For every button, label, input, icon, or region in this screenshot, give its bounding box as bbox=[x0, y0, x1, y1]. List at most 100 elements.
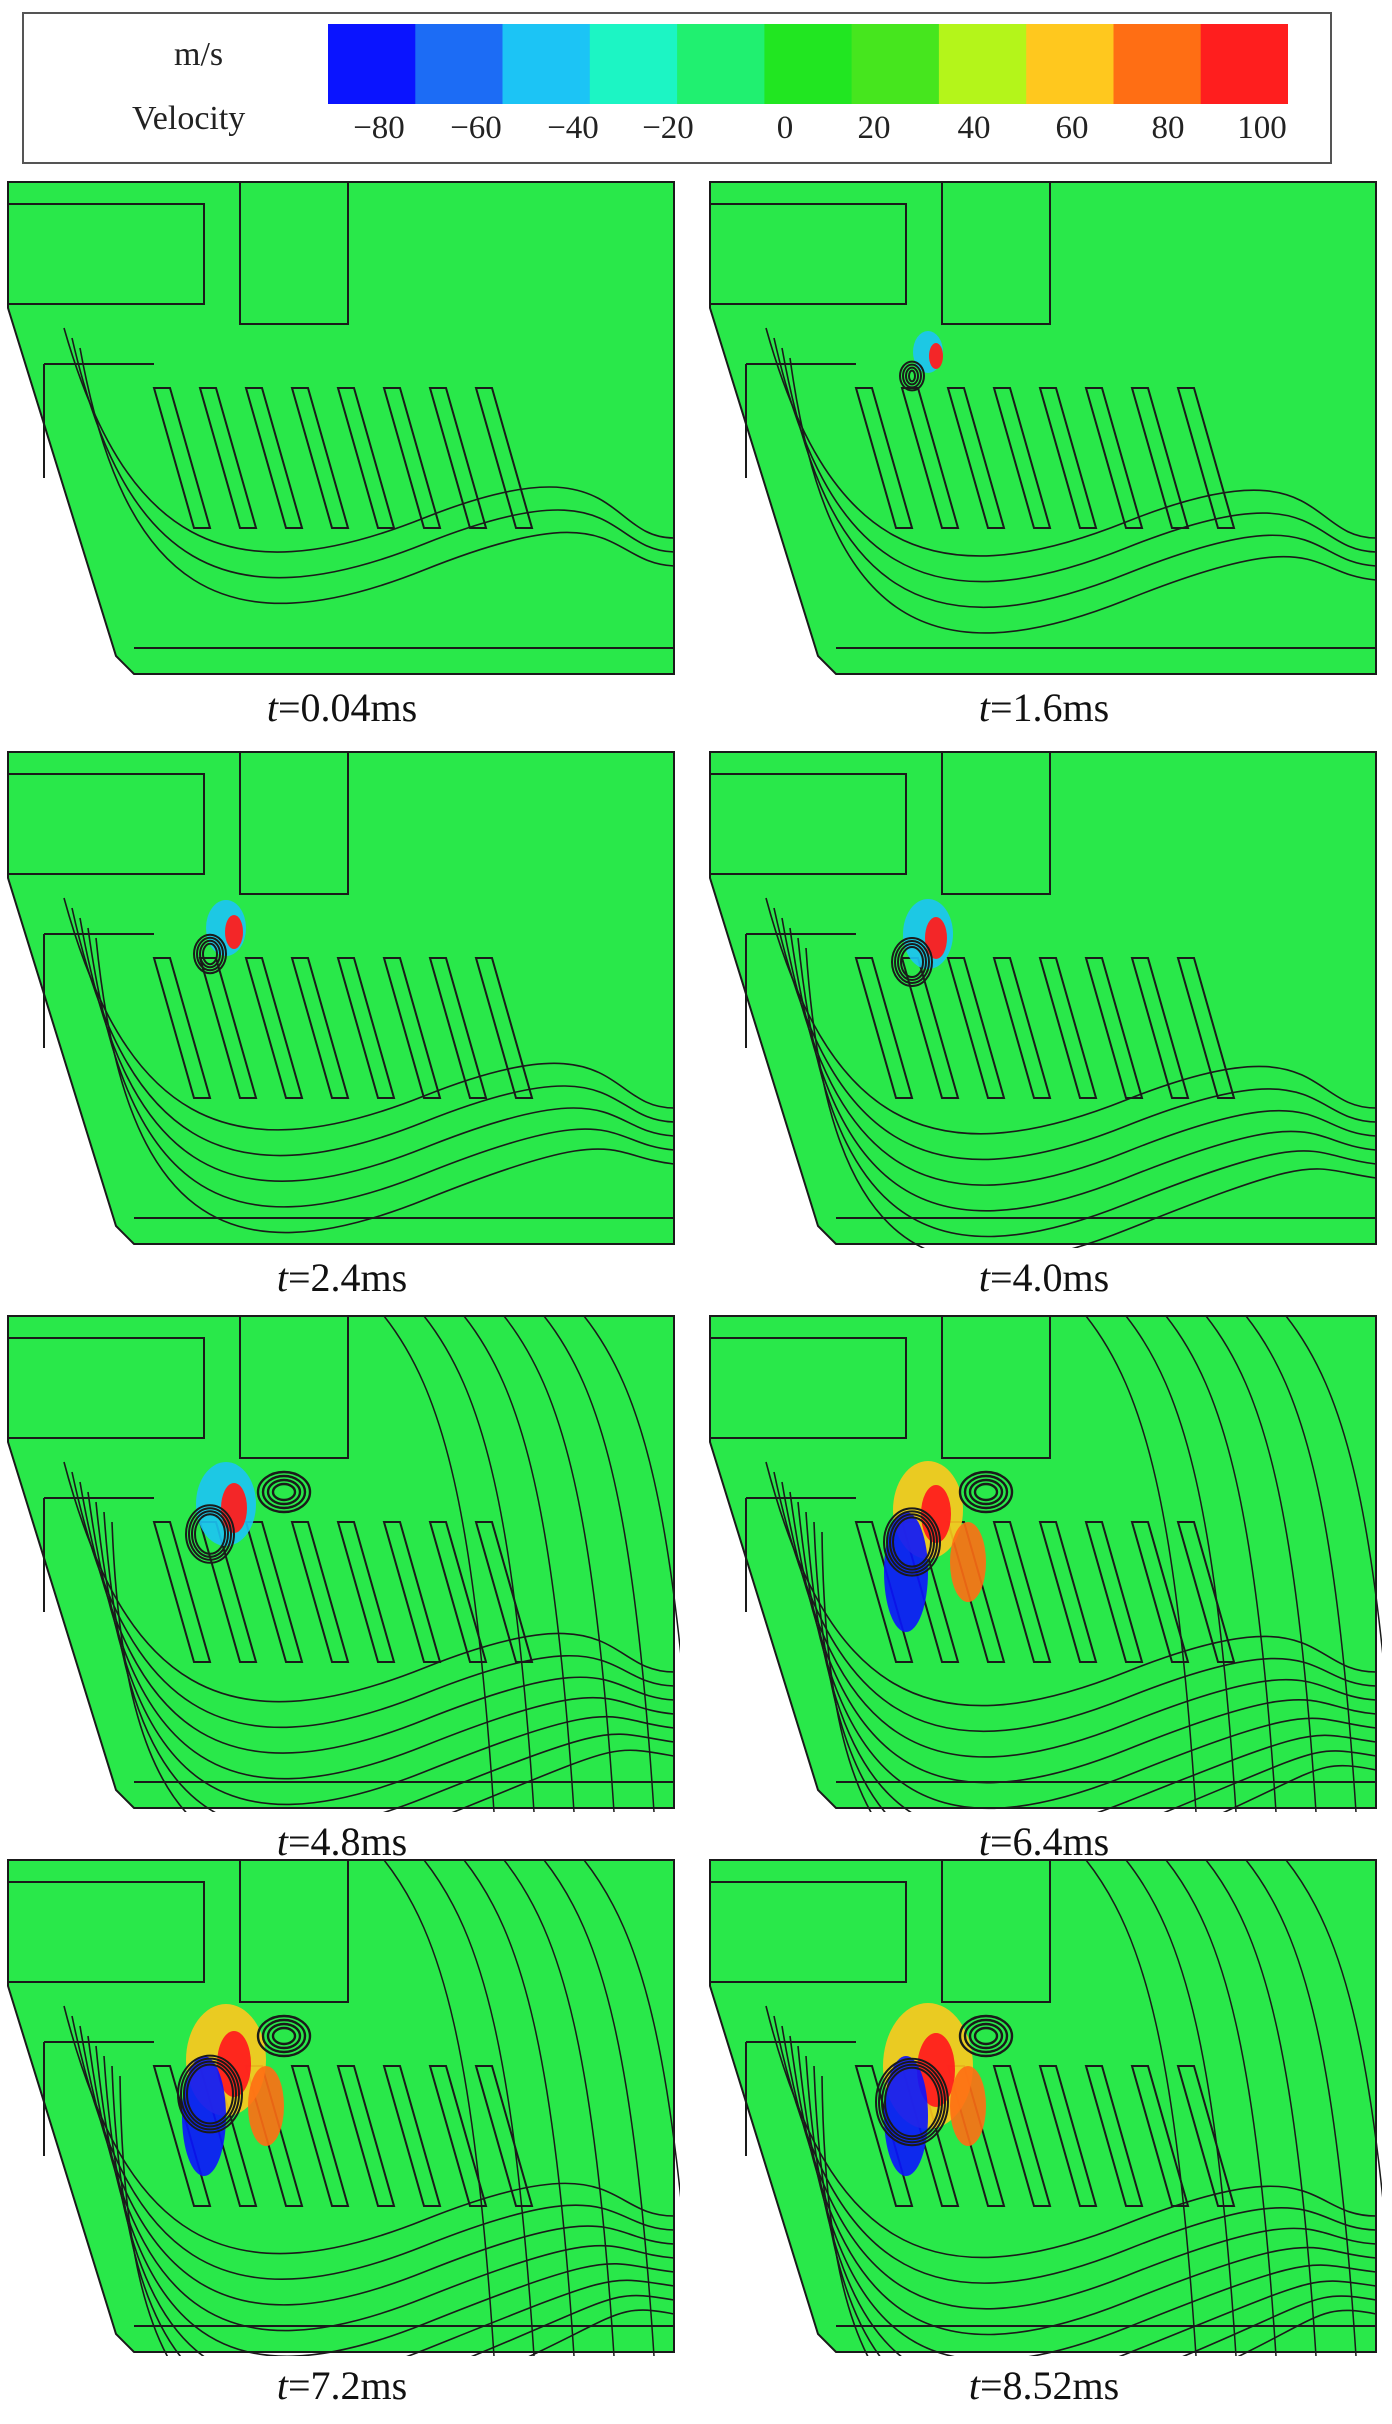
channel-wall bbox=[745, 933, 1376, 1219]
streamline bbox=[781, 347, 1377, 609]
time-variable: t bbox=[266, 685, 278, 730]
heat-sink-fin bbox=[1130, 2065, 1190, 2207]
velocity-colorbar bbox=[328, 24, 1288, 104]
time-value: =1.6ms bbox=[989, 685, 1110, 730]
inlet-block bbox=[709, 203, 907, 305]
colorbar-segment bbox=[328, 24, 416, 104]
vortex bbox=[894, 940, 930, 984]
heat-sink-fin bbox=[1084, 387, 1144, 529]
streamline bbox=[821, 2075, 1377, 2356]
streamline bbox=[383, 1315, 495, 1812]
heat-sink-fin bbox=[1084, 957, 1144, 1099]
streamline bbox=[111, 2065, 675, 2356]
streamline bbox=[805, 2055, 1377, 2356]
vortex bbox=[897, 943, 927, 981]
streamline bbox=[383, 1859, 495, 2356]
nozzle-block bbox=[239, 1859, 349, 2003]
streamline bbox=[821, 1531, 1377, 1812]
streamline bbox=[79, 2025, 675, 2306]
time-variable: t bbox=[276, 1255, 288, 1300]
time-value: =6.4ms bbox=[989, 1819, 1110, 1864]
vortex bbox=[899, 360, 925, 392]
heat-sink-fin bbox=[1038, 957, 1098, 1099]
vortex bbox=[256, 1470, 312, 1514]
heat-sink-fin bbox=[290, 2065, 350, 2207]
colorbar-segment bbox=[1026, 24, 1115, 104]
streamline bbox=[87, 927, 675, 1208]
colorbar-segment bbox=[1113, 24, 1202, 104]
time-caption: t=7.2ms bbox=[4, 2362, 680, 2409]
heat-sink-fin bbox=[1084, 1521, 1144, 1663]
velocity-contour bbox=[248, 2066, 284, 2146]
streamline bbox=[1205, 1859, 1317, 2356]
heat-sink-fin bbox=[474, 1521, 534, 1663]
vortex bbox=[973, 1482, 999, 1502]
vortex bbox=[202, 942, 218, 966]
streamline bbox=[805, 947, 1377, 1248]
time-caption: t=4.0ms bbox=[706, 1254, 1382, 1301]
channel-wall bbox=[43, 363, 674, 649]
streamline bbox=[1165, 1859, 1277, 2356]
heat-sink-fin bbox=[428, 957, 488, 1099]
vortex bbox=[883, 1507, 941, 1577]
vortex bbox=[183, 2060, 237, 2128]
vortex bbox=[196, 936, 224, 972]
vortex bbox=[958, 1470, 1014, 1514]
streamline bbox=[87, 2035, 675, 2332]
heat-sink-fin bbox=[336, 387, 396, 529]
streamline bbox=[63, 897, 675, 1131]
time-value: =4.0ms bbox=[989, 1255, 1110, 1300]
heat-sink-fin bbox=[474, 387, 534, 529]
streamline bbox=[95, 1501, 675, 1806]
vortex bbox=[892, 1516, 932, 1568]
heat-sink-fin bbox=[1038, 387, 1098, 529]
heat-sink-fin bbox=[946, 387, 1006, 529]
flow-panel-7: t=7.2ms bbox=[4, 1856, 680, 2416]
flow-field bbox=[7, 1859, 680, 2356]
heat-sink-fin bbox=[336, 957, 396, 1099]
inlet-block bbox=[7, 1337, 205, 1439]
streamline bbox=[1245, 1859, 1357, 2356]
colorbar-ticks: −80 −60 −40 −20 0 20 40 60 80 100 bbox=[328, 110, 1288, 154]
streamline bbox=[119, 2075, 675, 2356]
time-variable: t bbox=[276, 2363, 288, 2408]
colorbar-segment bbox=[415, 24, 504, 104]
colorbar-segment bbox=[677, 24, 765, 104]
nozzle-block bbox=[239, 1315, 349, 1459]
colorbar-tick: −20 bbox=[642, 110, 694, 146]
heat-sink-fin bbox=[946, 957, 1006, 1099]
heat-sink-fin bbox=[382, 387, 442, 529]
heat-sink-fin bbox=[1084, 2065, 1144, 2207]
velocity-contour bbox=[929, 343, 943, 369]
heat-sink-fin bbox=[152, 957, 212, 1099]
streamline bbox=[1125, 1859, 1237, 2356]
vortex bbox=[186, 2063, 234, 2125]
time-caption: t=0.04ms bbox=[4, 684, 680, 731]
time-value: =4.8ms bbox=[287, 1819, 408, 1864]
streamline bbox=[1245, 1315, 1357, 1812]
vortex bbox=[963, 1474, 1009, 1510]
streamline bbox=[103, 2055, 675, 2356]
heat-sink-fin bbox=[854, 957, 914, 1099]
velocity-contour bbox=[950, 1522, 986, 1602]
heat-sink-fin bbox=[854, 2065, 914, 2207]
channel-wall bbox=[43, 933, 674, 1219]
time-variable: t bbox=[978, 1819, 990, 1864]
channel-wall bbox=[745, 363, 1376, 649]
streamline bbox=[423, 1315, 535, 1812]
colorbar-segment bbox=[764, 24, 853, 104]
heat-sink-fin bbox=[854, 1521, 914, 1663]
streamline bbox=[95, 937, 675, 1234]
vortex bbox=[963, 2018, 1009, 2054]
streamline bbox=[583, 1315, 680, 1654]
heat-sink-fin bbox=[474, 2065, 534, 2207]
streamline bbox=[773, 337, 1377, 583]
velocity-contour bbox=[225, 915, 243, 949]
streamline bbox=[95, 2045, 675, 2356]
time-value: =0.04ms bbox=[277, 685, 418, 730]
vortex bbox=[902, 363, 922, 389]
nozzle-block bbox=[239, 181, 349, 325]
heat-sink-fin bbox=[198, 957, 258, 1099]
nozzle-block bbox=[239, 751, 349, 895]
streamline bbox=[1085, 1315, 1197, 1812]
